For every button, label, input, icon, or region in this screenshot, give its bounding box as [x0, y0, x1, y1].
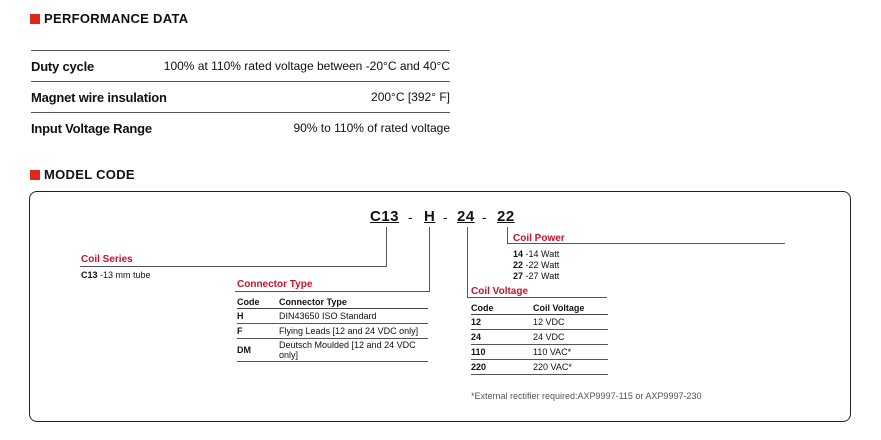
- leader-line: [429, 227, 430, 291]
- red-square-icon: [30, 13, 40, 24]
- code-series: C13: [370, 208, 400, 225]
- leader-line: [386, 227, 387, 266]
- leader-line: [467, 297, 607, 298]
- performance-row: Duty cycle 100% at 110% rated voltage be…: [31, 50, 450, 81]
- list-item: 22 -22 Watt: [513, 260, 560, 270]
- coil-series-entry: C13 -13 mm tube: [81, 270, 151, 280]
- code-power: 22: [497, 208, 515, 225]
- connector-col-header: Connector Type: [279, 297, 428, 309]
- model-code-heading: MODEL CODE: [30, 167, 135, 182]
- code-dash: -: [482, 209, 487, 225]
- coil-power-title: Coil Power: [513, 233, 565, 244]
- red-square-icon: [30, 169, 40, 180]
- coil-voltage-title: Coil Voltage: [471, 286, 529, 297]
- list-item: 14 -14 Watt: [513, 249, 560, 259]
- leader-line: [467, 227, 468, 297]
- code-voltage: 24: [457, 208, 475, 225]
- voltage-col-header: Coil Voltage: [533, 303, 608, 315]
- performance-row: Input Voltage Range 90% to 110% of rated…: [31, 112, 450, 143]
- leader-line: [235, 291, 430, 292]
- code-connector: H: [424, 208, 436, 225]
- connector-type-title: Connector Type: [237, 279, 313, 290]
- model-code-box: C13 - H - 24 - 22 Coil Series C13 -13 mm…: [29, 191, 851, 422]
- coil-series-title: Coil Series: [81, 254, 133, 265]
- leader-line: [507, 243, 785, 244]
- performance-row: Magnet wire insulation 200°C [392° F]: [31, 81, 450, 112]
- rectifier-note: *External rectifier required:AXP9997-115…: [471, 391, 702, 401]
- leader-line: [507, 227, 508, 243]
- code-dash: -: [408, 209, 413, 225]
- list-item: 27 -27 Watt: [513, 271, 560, 281]
- code-dash: -: [443, 209, 448, 225]
- performance-heading: PERFORMANCE DATA: [30, 11, 188, 26]
- leader-line: [80, 266, 387, 267]
- coil-power-list: 14 -14 Watt 22 -22 Watt 27 -27 Watt: [513, 249, 559, 282]
- performance-table: Duty cycle 100% at 110% rated voltage be…: [31, 50, 450, 143]
